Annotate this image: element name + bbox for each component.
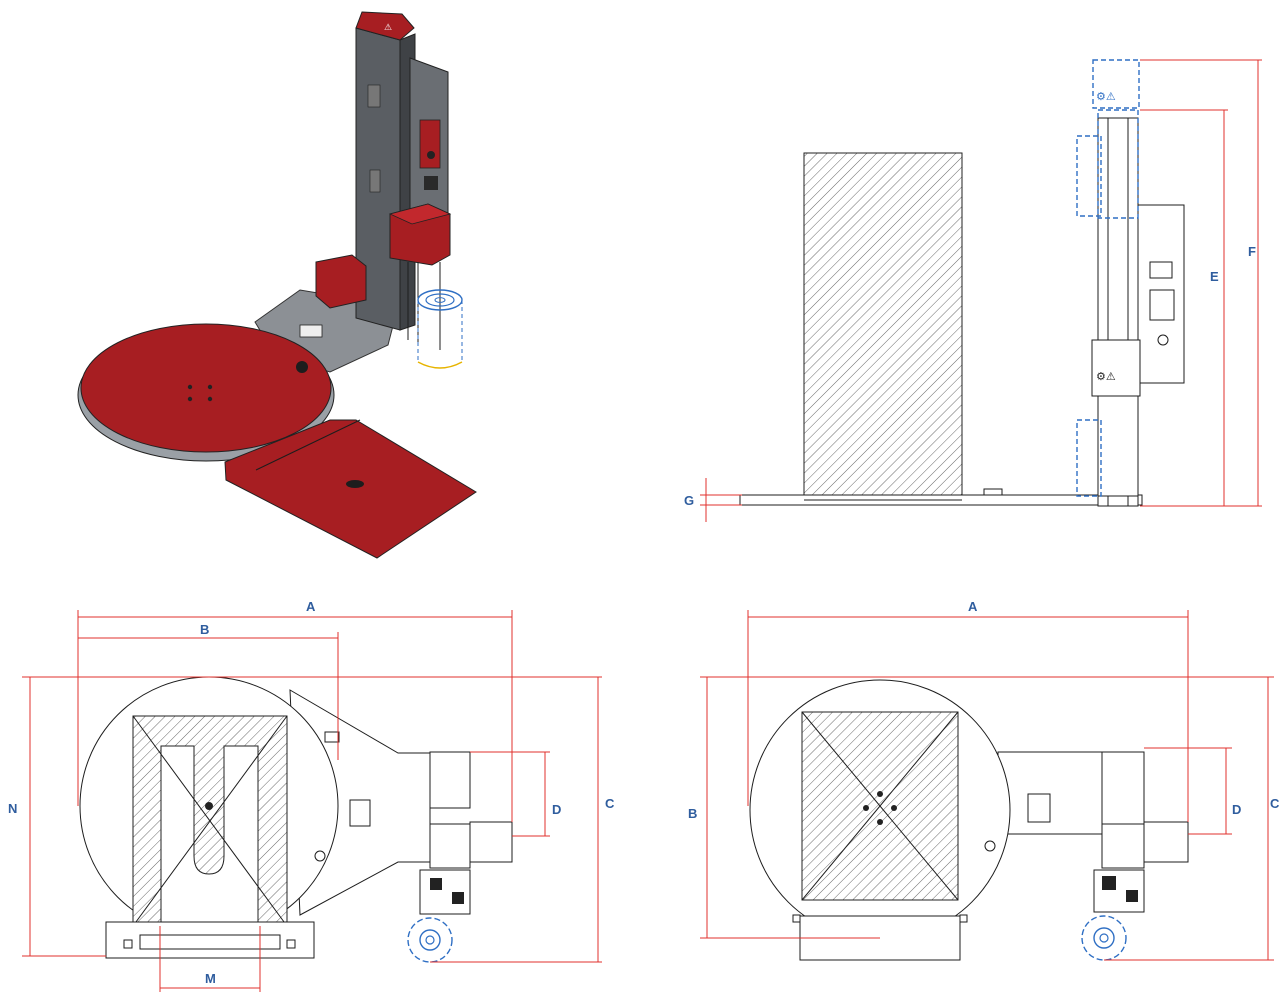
turntable-sensor <box>296 361 308 373</box>
turntable-bolt <box>207 384 213 390</box>
turntable-bolt <box>207 396 213 402</box>
side-lower-guide <box>1097 395 1139 497</box>
ramp-bolt <box>959 914 968 923</box>
side-carriage <box>1091 339 1141 397</box>
isometric-view: ⚠ <box>77 11 477 559</box>
top-view-left: A B N C D M <box>8 599 615 992</box>
pallet-bolt <box>877 819 883 825</box>
ramp-bolt <box>286 939 296 949</box>
ghost-film-roll <box>1076 135 1102 217</box>
film-roll-icon <box>417 289 463 369</box>
turntable-disc <box>80 323 332 453</box>
arm-knob <box>314 850 326 862</box>
dim-label-B: B <box>688 806 697 821</box>
dim-label-G: G <box>684 493 694 508</box>
pallet-bolt <box>877 791 883 797</box>
dim-label-N: N <box>8 801 17 816</box>
arm-clip <box>324 731 340 743</box>
ramp-bolt <box>123 939 133 949</box>
dim-label-E: E <box>1210 269 1219 284</box>
top-left-cabinet <box>469 821 513 863</box>
arm-knob <box>984 840 996 852</box>
pallet-diagonal <box>801 711 959 901</box>
arm-display <box>1027 793 1051 823</box>
film-carriage-top <box>388 203 452 225</box>
control-panel <box>419 119 441 169</box>
dim-label-F: F <box>1248 244 1256 259</box>
dim-label-M: M <box>205 971 216 986</box>
turntable-bolt <box>187 396 193 402</box>
dim-label-D: D <box>552 802 561 817</box>
ramp-seam <box>255 419 361 471</box>
top-right-carriage <box>1101 823 1145 869</box>
side-carriage-warning-icon: ⚙⚠ <box>1096 371 1116 383</box>
dim-label-C: C <box>605 796 615 811</box>
pallet-bolt <box>863 805 869 811</box>
dim-label-D: D <box>1232 802 1241 817</box>
carriage-square <box>430 878 442 890</box>
cabinet-plate <box>424 176 438 190</box>
ghost-top-carriage <box>1092 59 1140 109</box>
motor-housing <box>315 254 367 309</box>
ramp-hole <box>346 480 364 488</box>
side-buttons <box>1149 289 1175 321</box>
side-switch-icon <box>1157 334 1169 346</box>
side-display <box>1149 261 1173 279</box>
base-display <box>299 324 323 338</box>
film-roll-icon <box>407 917 453 963</box>
ghost-lower-film <box>1076 419 1102 497</box>
ghost-warning-icon: ⚙⚠ <box>1096 91 1116 103</box>
pallet-diagonal <box>132 715 288 927</box>
top-cap-warning: ⚠ <box>384 22 392 32</box>
ramp-bolt <box>792 914 801 923</box>
dim-label-C: C <box>1270 796 1280 811</box>
mast-top-cap <box>355 11 415 41</box>
ghost-upper-guide <box>1097 109 1139 219</box>
carriage-square <box>1102 876 1116 890</box>
pallet-center-dot <box>205 802 213 810</box>
top-right-cabinet <box>1143 821 1189 863</box>
pallet-bolt <box>891 805 897 811</box>
ramp-inner <box>139 934 281 950</box>
column-decal <box>367 84 381 108</box>
side-view: ⚙⚠ ⚙⚠ G E F <box>684 59 1262 522</box>
carriage-square <box>1126 890 1138 902</box>
side-base-bump <box>983 488 1003 496</box>
column-decal <box>369 169 381 193</box>
carriage-square <box>452 892 464 904</box>
dim-label-A: A <box>968 599 978 614</box>
top-left-mast-block <box>429 751 471 809</box>
arm-display <box>349 799 371 827</box>
top-view-right: A B C D <box>688 599 1280 961</box>
dim-label-B: B <box>200 622 209 637</box>
emergency-stop <box>427 151 435 159</box>
film-roll-icon <box>1081 915 1127 961</box>
top-left-carriage <box>429 823 471 869</box>
pallet-load-hatched <box>803 152 963 497</box>
turntable-bolt <box>187 384 193 390</box>
dim-label-A: A <box>306 599 316 614</box>
top-right-mast-block <box>1101 751 1145 825</box>
